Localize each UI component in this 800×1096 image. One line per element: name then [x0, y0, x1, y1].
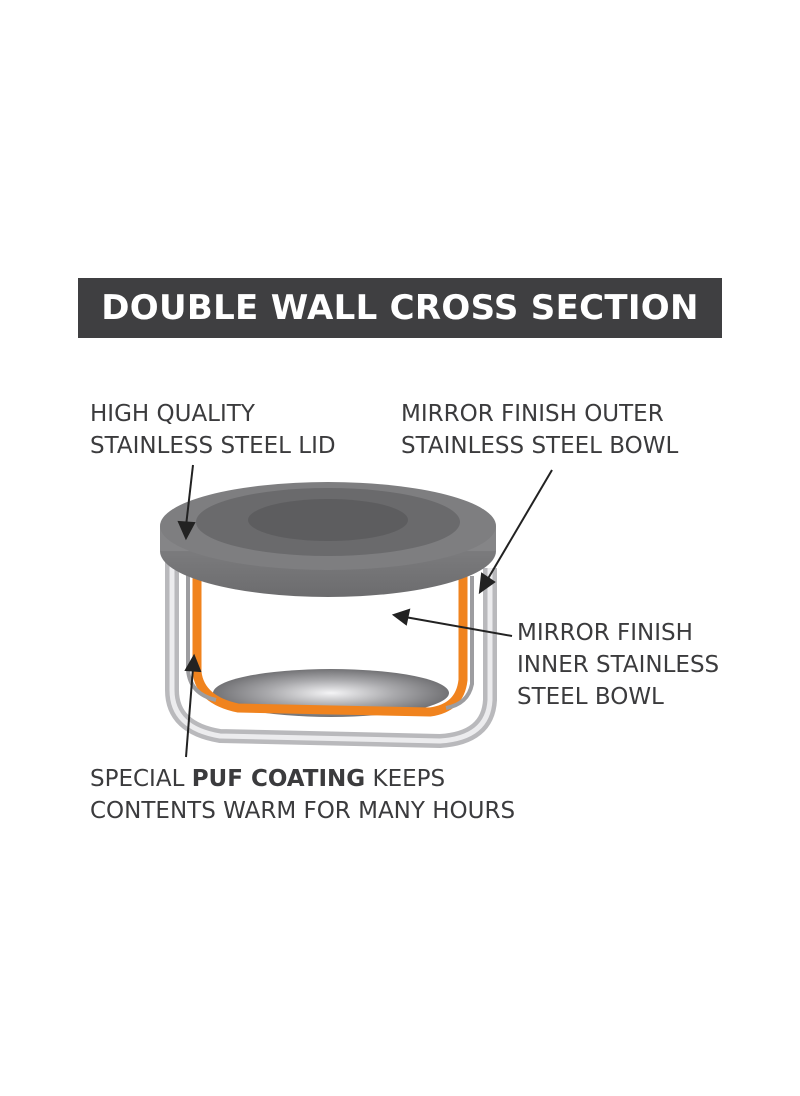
label-puf-line2: CONTENTS WARM FOR MANY HOURS: [90, 798, 516, 824]
label-puf-suffix: KEEPS: [365, 766, 446, 792]
label-puf-coating: SPECIAL PUF COATING KEEPS CONTENTS WARM …: [90, 763, 515, 827]
puf-coating-layer: [192, 574, 468, 717]
label-inner-bowl-line1: MIRROR FINISH: [517, 620, 693, 646]
arrow-outer-bowl: [478, 469, 553, 595]
title-banner: DOUBLE WALL CROSS SECTION: [78, 278, 722, 338]
label-lid-line1: HIGH QUALITY: [90, 401, 255, 427]
inner-bowl-wall-right: [445, 576, 474, 710]
label-outer-bowl: MIRROR FINISH OUTER STAINLESS STEEL BOWL: [401, 398, 678, 462]
label-inner-bowl-line3: STEEL BOWL: [517, 684, 664, 710]
label-lid: HIGH QUALITY STAINLESS STEEL LID: [90, 398, 336, 462]
label-inner-bowl: MIRROR FINISH INNER STAINLESS STEEL BOWL: [517, 617, 719, 713]
outer-bowl-shine: [169, 556, 493, 744]
label-puf-prefix: SPECIAL: [90, 766, 192, 792]
label-lid-line2: STAINLESS STEEL LID: [90, 433, 336, 459]
lid-center-recess: [248, 499, 408, 541]
label-puf-bold: PUF COATING: [191, 766, 366, 792]
diagram-title: DOUBLE WALL CROSS SECTION: [101, 288, 699, 328]
label-puf-line1: SPECIAL PUF COATING KEEPS: [90, 763, 515, 795]
label-outer-bowl-line1: MIRROR FINISH OUTER: [401, 401, 664, 427]
arrow-inner-bowl: [391, 608, 513, 637]
label-outer-bowl-line2: STAINLESS STEEL BOWL: [401, 433, 679, 459]
arrow-lid: [177, 464, 196, 541]
arrow-puf-coating: [184, 653, 202, 758]
label-inner-bowl-line2: INNER STAINLESS: [517, 652, 720, 678]
